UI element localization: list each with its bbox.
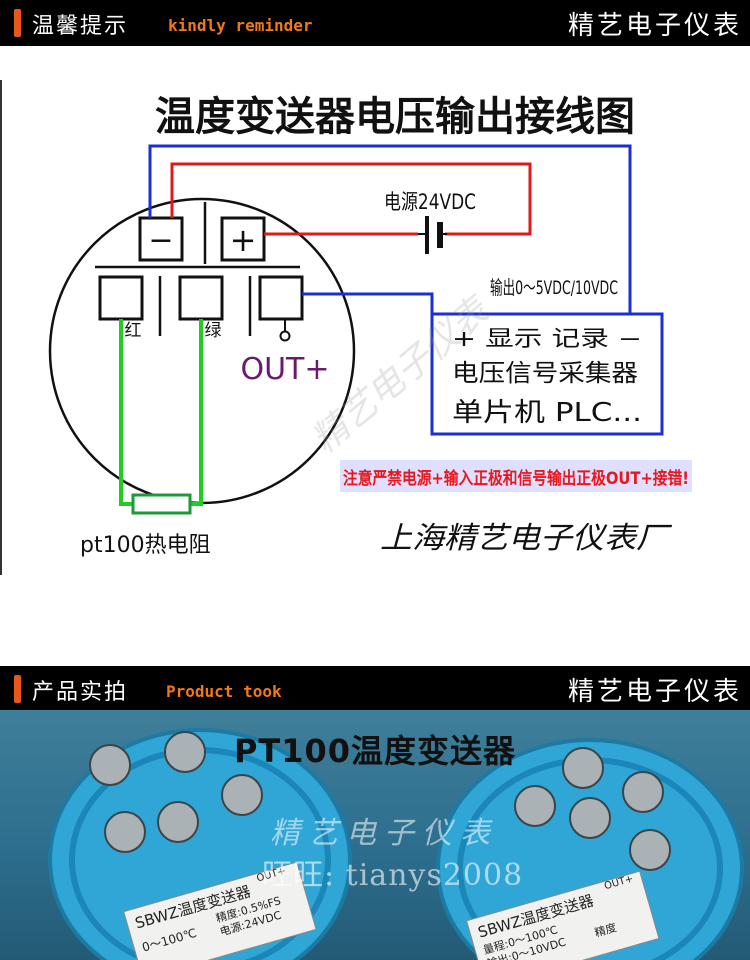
banner-title-zh: 温馨提示 — [32, 14, 129, 39]
banner-title-en: Product took — [166, 682, 282, 701]
screw-icon — [562, 747, 604, 789]
green-terminal-label: 绿 — [205, 321, 222, 341]
banner-accent-bar — [14, 675, 21, 703]
diagram-frame-line — [0, 80, 2, 575]
screw-icon — [164, 731, 206, 773]
screw-icon — [622, 771, 664, 813]
terminal-plus — [220, 216, 266, 262]
power-label: 电源24VDC — [384, 190, 476, 214]
banner-brand: 精艺电子仪表 — [567, 677, 742, 707]
device-line-1: + 显示 记录 − — [452, 327, 642, 352]
product-photo: SBWZ温度变送器 精度:0.5%FS 电源:24VDC 0～100℃ OUT+… — [0, 710, 750, 960]
product-photo-illustration: SBWZ温度变送器 精度:0.5%FS 电源:24VDC 0～100℃ OUT+… — [48, 728, 744, 960]
screw-icon — [89, 744, 131, 786]
photo-title: PT100温度变送器 — [233, 732, 517, 770]
terminal-out — [258, 275, 304, 321]
screw-icon — [104, 811, 146, 853]
screw-icon — [629, 829, 671, 871]
photo-watermark-brand: 精艺电子仪表 — [270, 816, 498, 851]
terminal-red — [98, 275, 144, 321]
photo-watermark-contact: 旺旺: tianys2008 — [262, 858, 524, 893]
green-wire-red-terminal — [119, 319, 133, 506]
screw-icon — [569, 797, 611, 839]
device-line-3: 单片机 PLC... — [452, 398, 642, 428]
diagram-title: 温度变送器电压输出接线图 — [155, 94, 635, 140]
wiring-diagram: 温度变送器电压输出接线图 − + 红 绿 OUT+ 电源24VDC 输出0～5V… — [48, 94, 692, 558]
signal-device-box — [430, 312, 664, 436]
left-terminals — [89, 731, 263, 853]
sensor-label: pt100热电阻 — [80, 533, 211, 558]
terminal-green — [178, 275, 224, 321]
output-label: 输出0～5VDC/10VDC — [490, 277, 618, 299]
banner-title-zh: 产品实拍 — [32, 680, 129, 705]
bottom-banner: 产品实拍 Product took 精艺电子仪表 — [0, 666, 750, 710]
minus-symbol: − — [148, 223, 173, 258]
pt100-resistor — [131, 493, 192, 515]
blue-wire-signal — [302, 292, 434, 321]
out-label: OUT+ — [240, 352, 329, 387]
blue-wire-negative — [148, 144, 632, 321]
device-line-2: 电压信号采集器 — [452, 359, 638, 387]
right-terminals — [514, 747, 671, 871]
terminal-minus — [138, 216, 184, 262]
red-terminal-label: 红 — [125, 321, 142, 341]
right-transmitter — [436, 738, 744, 960]
green-wire-green-terminal — [190, 319, 203, 506]
top-banner: 温馨提示 kindly reminder 精艺电子仪表 — [0, 0, 750, 46]
right-label-line4: 精度 — [593, 920, 618, 940]
screw-icon — [157, 801, 199, 843]
out-probe-icon — [279, 330, 291, 342]
red-wire-negative — [170, 162, 532, 236]
factory-name: 上海精艺电子仪表厂 — [380, 521, 672, 556]
warning-text: 注意严禁电源+输入正极和信号输出正极OUT+接错! — [343, 468, 689, 489]
warning-background — [340, 460, 692, 492]
left-label-plate: SBWZ温度变送器 精度:0.5%FS 电源:24VDC 0～100℃ OUT+ — [123, 861, 317, 960]
banner-brand: 精艺电子仪表 — [567, 11, 742, 41]
screw-icon — [221, 774, 263, 816]
banner-title-en: kindly reminder — [168, 16, 313, 35]
screw-icon — [514, 785, 556, 827]
banner-accent-bar — [14, 9, 21, 37]
plus-symbol: + — [230, 221, 257, 259]
